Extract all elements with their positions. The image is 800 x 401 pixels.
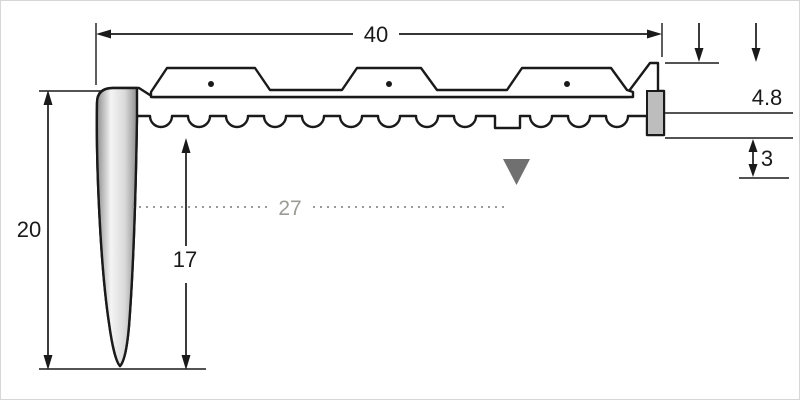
dimension-width-40: 40 bbox=[95, 22, 663, 85]
arrowhead-left bbox=[96, 29, 111, 39]
dimension-rib-height-label: 3 bbox=[761, 146, 773, 171]
position-marker-triangle bbox=[503, 159, 530, 185]
dimension-leg-height-label: 20 bbox=[17, 217, 41, 242]
arrowhead-down bbox=[748, 164, 758, 177]
insert-rivet-dot bbox=[386, 81, 392, 87]
dimension-insert-height-label: 4.8 bbox=[752, 85, 783, 110]
dimension-inner-drop-label: 17 bbox=[173, 247, 197, 272]
arrowhead-up bbox=[748, 139, 758, 152]
end-cap-tab bbox=[646, 90, 665, 136]
dimension-rib-height-3: 3 bbox=[665, 137, 793, 179]
dimension-insert-height-4-8: 4.8 bbox=[665, 23, 793, 114]
arrowhead-up bbox=[181, 138, 191, 153]
insert-rivet-dot bbox=[208, 81, 214, 87]
arrowhead-up bbox=[43, 90, 53, 105]
dimension-width-label: 40 bbox=[364, 22, 388, 47]
dimension-leg-height-20: 20 bbox=[17, 90, 206, 370]
arrowhead-down bbox=[181, 355, 191, 370]
front-leg bbox=[95, 86, 139, 368]
profile-body bbox=[95, 61, 666, 368]
dimension-inner-drop-17: 17 bbox=[173, 138, 197, 370]
dimension-inner-length-label: 27 bbox=[278, 197, 301, 220]
arrowhead-down bbox=[43, 355, 53, 370]
insert-rivet-dot bbox=[564, 81, 570, 87]
anti-slip-insert bbox=[149, 66, 635, 99]
arrowhead-right bbox=[647, 29, 662, 39]
dimension-inner-length-27: 27 bbox=[132, 197, 509, 220]
arrowhead-down bbox=[694, 48, 704, 62]
arrowhead-down bbox=[751, 48, 761, 62]
